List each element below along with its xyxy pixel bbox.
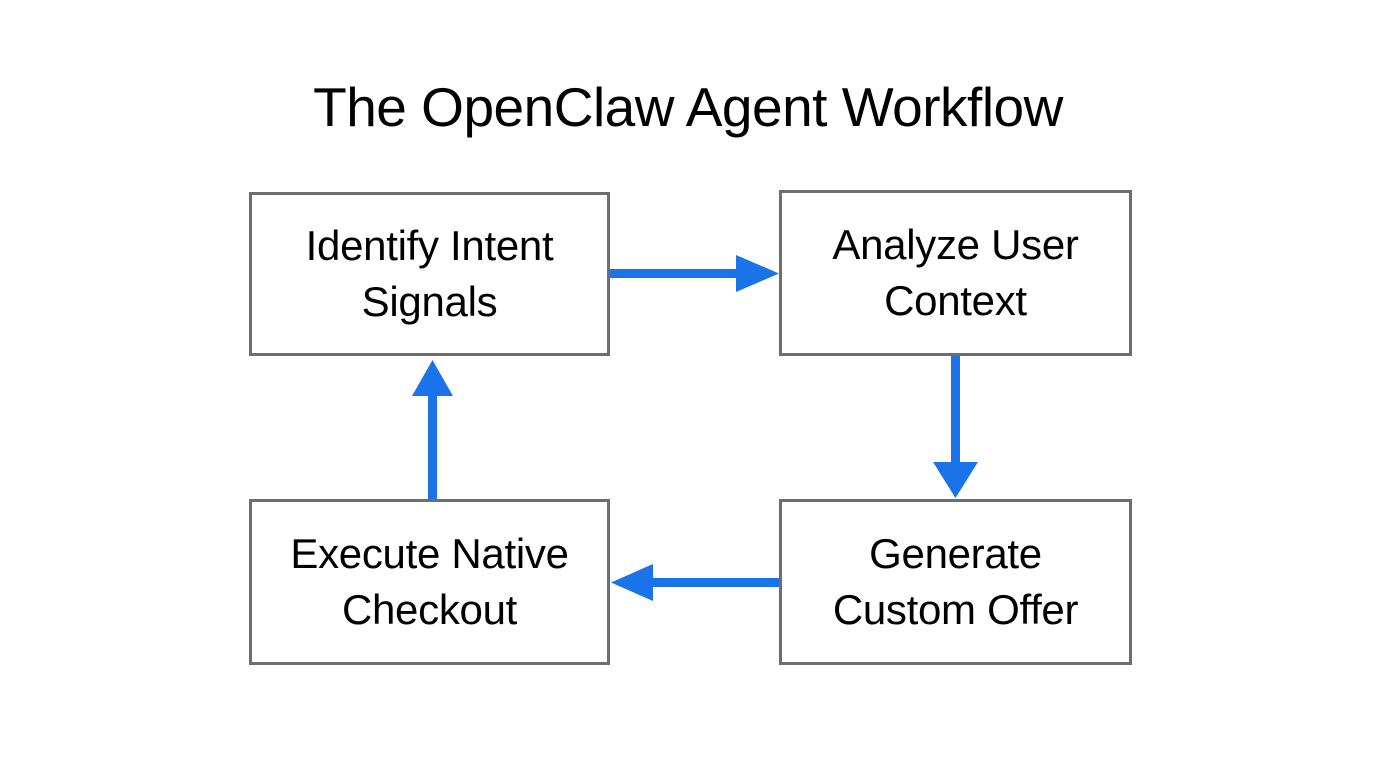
node-label: Generate Custom Offer (823, 526, 1088, 638)
node-label-line2: Custom Offer (832, 586, 1079, 633)
arrow-identify-to-analyze[interactable] (610, 255, 779, 292)
node-label-line2: Checkout (341, 586, 518, 633)
arrow-generate-to-execute[interactable] (611, 564, 779, 601)
node-label-line1: Analyze User (832, 221, 1079, 268)
arrow-analyze-to-generate[interactable] (933, 356, 978, 498)
node-label: Identify Intent Signals (296, 218, 564, 330)
node-label-line2: Signals (361, 278, 498, 325)
node-generate-custom-offer[interactable]: Generate Custom Offer (779, 499, 1132, 665)
node-label-line1: Execute Native (290, 530, 569, 577)
arrow-execute-to-identify[interactable] (412, 360, 453, 499)
node-label-line1: Identify Intent (305, 222, 554, 269)
page-title: The OpenClaw Agent Workflow (313, 76, 1063, 138)
node-label-line2: Context (884, 277, 1027, 324)
node-execute-native-checkout[interactable]: Execute Native Checkout (249, 499, 610, 665)
node-label-line1: Generate (869, 530, 1042, 577)
node-identify-intent-signals[interactable]: Identify Intent Signals (249, 192, 610, 356)
node-label: Analyze User Context (822, 217, 1088, 329)
node-label: Execute Native Checkout (280, 526, 578, 638)
node-analyze-user-context[interactable]: Analyze User Context (779, 190, 1132, 356)
